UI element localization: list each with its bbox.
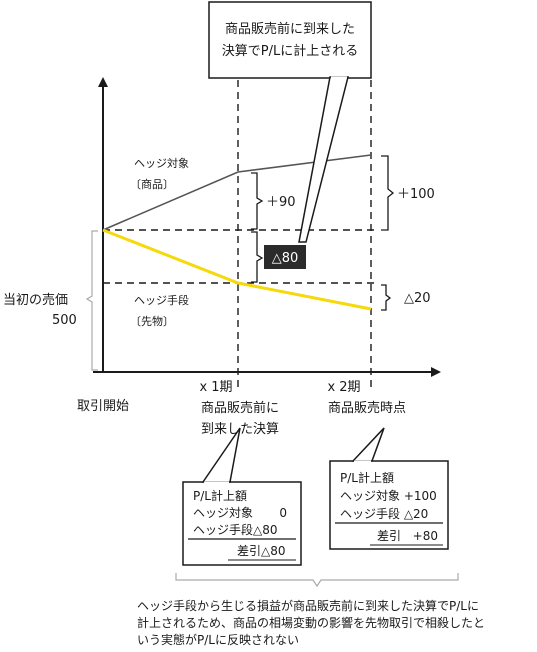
- pl-box-period1: [182, 481, 302, 566]
- pl1-row2: ヘッジ手段△80: [193, 522, 278, 537]
- hedging-instrument-line: [102, 228, 372, 311]
- pl1-diff: 差引△80: [237, 544, 286, 558]
- pl2-diff-label: 差引: [377, 529, 401, 543]
- period2-caption: 商品販売時点: [328, 400, 406, 416]
- hedging-instrument-change-period1: △80: [272, 251, 299, 266]
- pl-box-period2: [329, 460, 449, 550]
- bracket-plus100: [381, 155, 395, 231]
- initial-price-label: 当初の売価: [3, 292, 68, 308]
- bracket-plus90: [251, 172, 264, 230]
- hedging-instrument-sublabel: 〔先物〕: [130, 314, 174, 328]
- bracket-minus80: [251, 231, 264, 283]
- top-callout-text-1: 商品販売前に到来した: [225, 21, 355, 37]
- pl2-row2: ヘッジ手段 △20: [340, 506, 428, 521]
- pl-box-period2-pointer: [351, 427, 385, 462]
- bracket-minus20: [381, 284, 392, 311]
- start-label: 取引開始: [77, 399, 129, 414]
- pl1-row1-value: 0: [279, 506, 287, 520]
- initial-price-bracket: [85, 230, 98, 371]
- hedging-instrument-change-period2: △20: [404, 291, 431, 306]
- hedged-item-change-period2: ＋100: [397, 187, 435, 202]
- footer-note-line2: 計上されるため、商品の相場変動の影響を先物取引で相殺したと: [137, 615, 485, 630]
- hedged-item-sublabel: 〔商品〕: [130, 177, 174, 191]
- pl2-diff-value: +80: [413, 529, 438, 543]
- hedging-instrument-label: ヘッジ手段: [134, 293, 189, 307]
- period2-tick-label: x 2期: [327, 380, 360, 395]
- pl2-row1: ヘッジ対象 +100: [340, 489, 437, 503]
- top-callout-box: [208, 1, 372, 79]
- minus80-label-box: [264, 245, 306, 269]
- bottom-bracket: [175, 573, 459, 588]
- period1-tick-label: x 1期: [199, 380, 232, 395]
- period1-caption-1: 商品販売前に: [201, 400, 279, 416]
- initial-price-value: 500: [52, 313, 77, 328]
- footer-note-line3: いう実態がP/Lに反映されない: [137, 632, 299, 647]
- pl1-row1-label: ヘッジ対象: [193, 506, 253, 520]
- top-callout-text-2: 決算でP/Lに計上される: [222, 43, 358, 59]
- pl1-title: P/L計上額: [193, 488, 247, 503]
- pl2-title: P/L計上額: [340, 470, 394, 485]
- footer-note-line1: ヘッジ手段から生じる損益が商品販売前に到来した決算でP/Lに: [137, 598, 479, 613]
- hedged-item-label: ヘッジ対象: [134, 156, 189, 170]
- hedged-item-change-period1: ＋90: [266, 195, 296, 210]
